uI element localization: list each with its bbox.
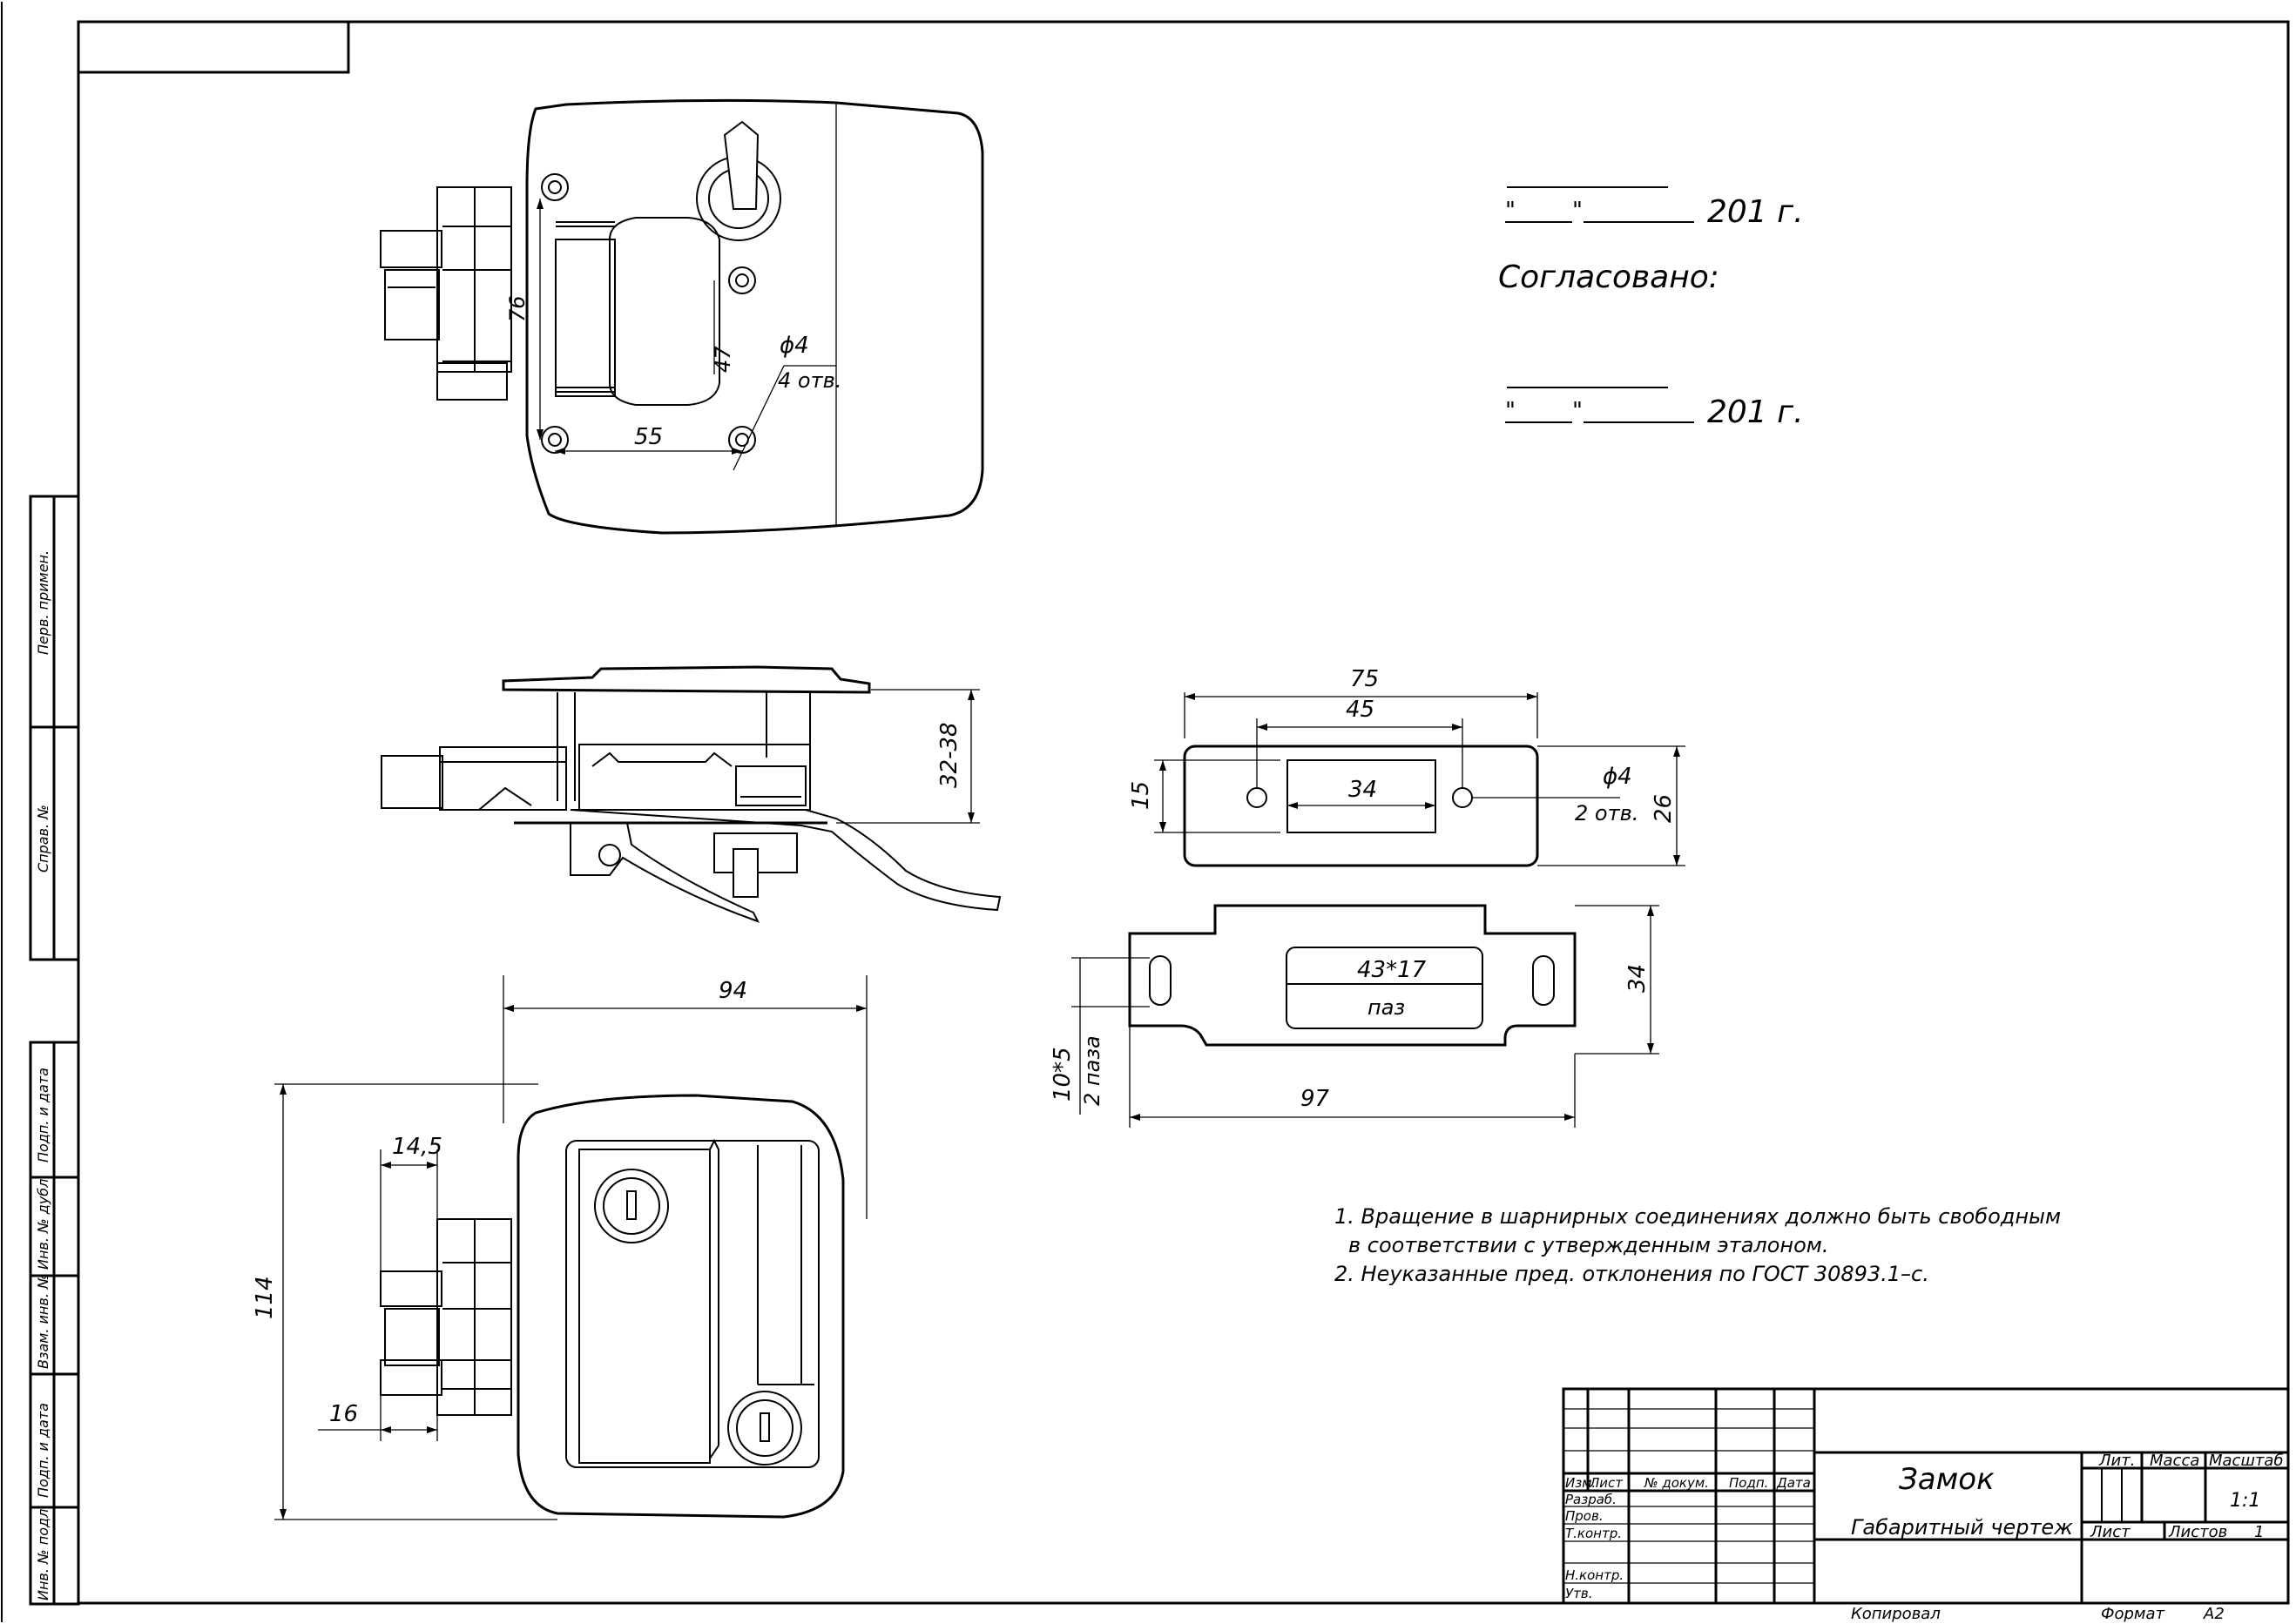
slot-size: 43*17 <box>1357 957 1427 983</box>
dim-15: 15 <box>1128 781 1154 810</box>
dim-10x5: 10*5 <box>1050 1047 1076 1102</box>
rotary-knob <box>696 120 781 241</box>
stamp-sprav-no: Справ. № <box>35 805 51 873</box>
stamp-vzam-inv: Взам. инв. № <box>35 1274 51 1369</box>
tb-mass: Масса <box>2150 1452 2199 1470</box>
tb-razrab: Разраб. <box>1565 1492 1617 1507</box>
striker-hole-right <box>1452 787 1473 808</box>
tb-doc: № докум. <box>1644 1475 1709 1491</box>
stamp-podp-data-1: Подп. и дата <box>35 1068 51 1162</box>
mount-hole-r <box>728 266 756 294</box>
footer-format-value: А2 <box>2203 1605 2225 1623</box>
tb-nkontr: Н.контр. <box>1565 1567 1624 1583</box>
lock-top-view: 76 47 55 ϕ4 4 отв. <box>380 98 984 535</box>
tb-tkontr: Т.контр. <box>1565 1526 1622 1541</box>
approval-date-2: 201 г. <box>1707 394 1804 430</box>
keyhole-upper <box>594 1169 669 1243</box>
tb-data: Дата <box>1776 1475 1811 1491</box>
approval-date-1: 201 г. <box>1707 194 1804 230</box>
dim-2-holes: 2 отв. <box>1575 801 1638 825</box>
tb-podp: Подп. <box>1729 1475 1768 1491</box>
mount-hole-bl <box>541 426 569 454</box>
striker-hole-left <box>1246 787 1267 808</box>
dim-32-38: 32-38 <box>936 722 962 788</box>
lock-side-view: 32-38 <box>381 665 1002 923</box>
svg-text:": " <box>1505 398 1516 424</box>
keyhole-lower <box>727 1391 802 1466</box>
dim-55: 55 <box>634 424 663 450</box>
tb-scale-value: 1:1 <box>2230 1490 2260 1512</box>
dim-97: 97 <box>1300 1086 1330 1112</box>
dim-114: 114 <box>252 1276 278 1319</box>
tb-prov: Пров. <box>1565 1508 1604 1524</box>
tb-lit: Лит. <box>2098 1452 2135 1470</box>
dim-phi4-b: ϕ4 <box>1603 764 1632 790</box>
tb-utv: Утв. <box>1565 1586 1593 1601</box>
approval-block: " " 201 г. Согласовано: " " 201 г. <box>1498 186 1804 430</box>
slot-label: паз <box>1367 995 1405 1020</box>
striker-bracket: 43*17 паз 34 97 10*5 2 паза <box>1050 904 1659 1128</box>
dim-14-5: 14,5 <box>392 1134 442 1160</box>
tb-sheets: Листов <box>2168 1523 2227 1541</box>
mount-hole-tl <box>541 173 569 201</box>
dim-94: 94 <box>719 978 747 1004</box>
note-1: 1. Вращение в шарнирных соединениях долж… <box>1334 1204 2061 1229</box>
dim-76: 76 <box>505 295 530 322</box>
tb-sheet: Лист <box>2090 1523 2131 1541</box>
svg-text:": " <box>1505 198 1516 224</box>
striker-plate: 75 45 34 15 26 ϕ4 2 отв. <box>1128 666 1685 867</box>
dim-45: 45 <box>1346 697 1374 723</box>
side-stamp-column: Перв. примен. Справ. № Подп. и дата Инв.… <box>29 495 80 1606</box>
note-1-cont: в соответствии с утвержденным эталоном. <box>1348 1233 1829 1257</box>
dim-phi4-a: ϕ4 <box>780 333 809 359</box>
dim-4-holes: 4 отв. <box>778 368 841 393</box>
dim-47: 47 <box>711 346 735 373</box>
note-2: 2. Неуказанные пред. отклонения по ГОСТ … <box>1334 1262 1929 1286</box>
tb-doc-type: Габаритный чертеж <box>1851 1515 2073 1540</box>
tb-sheets-value: 1 <box>2254 1523 2264 1541</box>
tb-scale: Масштаб <box>2209 1452 2284 1470</box>
svg-text:": " <box>1572 398 1583 424</box>
stamp-podp-data-2: Подп. и дата <box>35 1403 51 1498</box>
technical-notes: 1. Вращение в шарнирных соединениях долж… <box>1334 1204 2061 1286</box>
tb-name: Замок <box>1899 1462 1995 1497</box>
dim-75: 75 <box>1350 666 1379 692</box>
tb-izm: Изм. <box>1565 1475 1596 1491</box>
title-block: Изм. Лист № докум. Подп. Дата Разраб. Пр… <box>1562 1387 2290 1605</box>
footer-format: Формат <box>2101 1605 2165 1623</box>
lock-front-view: 94 14,5 114 16 <box>252 975 868 1520</box>
tb-list: Лист <box>1589 1475 1624 1491</box>
stamp-perv-primen: Перв. примен. <box>35 550 51 655</box>
footer: Копировал Формат А2 <box>1851 1605 2225 1623</box>
dim-34-right: 34 <box>1624 964 1651 993</box>
dim-26: 26 <box>1651 794 1677 823</box>
approval-agreed-label: Согласовано: <box>1498 259 1719 295</box>
stamp-inv-podl: Инв. № подл. <box>35 1505 51 1600</box>
dim-16: 16 <box>329 1401 358 1427</box>
dim-2-slots: 2 паза <box>1080 1035 1104 1106</box>
dim-34-inner: 34 <box>1348 777 1377 803</box>
svg-text:": " <box>1572 198 1583 224</box>
footer-copied: Копировал <box>1851 1605 1941 1623</box>
stamp-inv-dubl: Инв. № дубл. <box>35 1175 51 1270</box>
